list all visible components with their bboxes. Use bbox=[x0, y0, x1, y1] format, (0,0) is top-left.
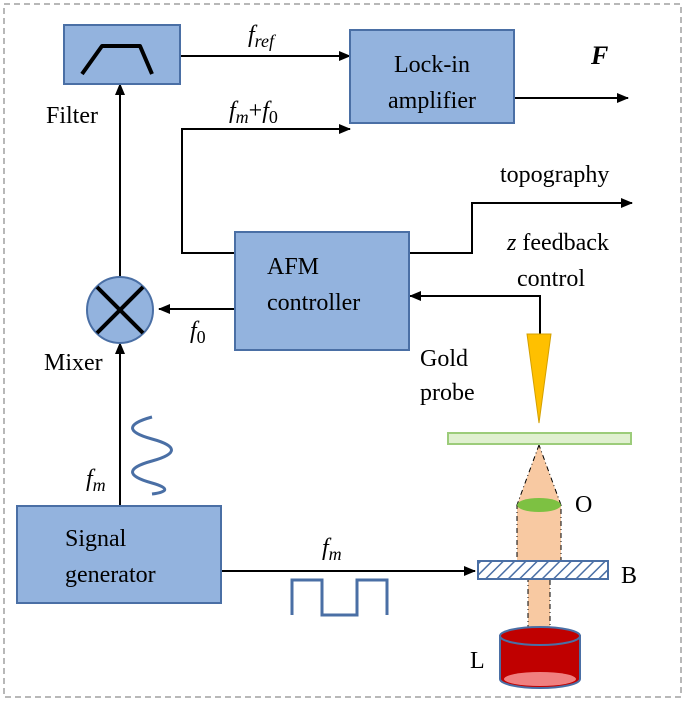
fm-modulation-label: fm bbox=[322, 535, 342, 564]
wire-fm-plus-f0 bbox=[181, 124, 351, 254]
fref-label: fref bbox=[248, 22, 277, 51]
output-f-label: F bbox=[590, 41, 608, 70]
laser-label: L bbox=[470, 648, 485, 674]
square-waveform-icon bbox=[290, 578, 389, 617]
f0-label: f0 bbox=[190, 318, 206, 347]
gold-probe-icon bbox=[526, 333, 552, 424]
mixer-symbol bbox=[86, 276, 154, 344]
focused-beam bbox=[516, 504, 562, 566]
focus-cone bbox=[516, 443, 562, 506]
beam-splitter-label: B bbox=[621, 563, 637, 589]
sample-substrate bbox=[447, 432, 632, 445]
objective-label: O bbox=[575, 492, 592, 518]
z-feedback-label: z feedback bbox=[506, 230, 609, 256]
objective-lens bbox=[517, 498, 561, 512]
wire-topography bbox=[409, 198, 633, 254]
lockin-label-line1: Lock-in bbox=[394, 52, 470, 78]
filter-block bbox=[63, 24, 181, 85]
laser-source bbox=[499, 626, 581, 689]
siggen-label-line2: generator bbox=[65, 562, 156, 588]
afm-label-line2: controller bbox=[267, 290, 360, 316]
wire-z-feedback bbox=[409, 291, 541, 334]
fm-plus-f0-label: fm+f0 bbox=[229, 98, 278, 127]
lockin-amplifier-block: Lock-in amplifier bbox=[349, 29, 515, 124]
afm-controller-block: AFM controller bbox=[234, 231, 410, 351]
topography-label: topography bbox=[500, 162, 609, 188]
dashed-frame bbox=[3, 3, 682, 698]
filter-label: Filter bbox=[46, 103, 98, 129]
bandpass-icon bbox=[80, 44, 154, 76]
lockin-label-line2: amplifier bbox=[388, 88, 476, 114]
laser-beam bbox=[527, 577, 551, 631]
sine-waveform-icon bbox=[131, 415, 173, 496]
gold-probe-label-line2: probe bbox=[420, 380, 475, 406]
beam-splitter bbox=[477, 560, 609, 580]
signal-generator-block: Signal generator bbox=[16, 505, 222, 604]
fm-mixer-label: fm bbox=[86, 466, 106, 495]
afm-label-line1: AFM bbox=[267, 254, 319, 280]
z-feedback-label-line2: control bbox=[517, 266, 585, 292]
mixer-label: Mixer bbox=[44, 350, 103, 376]
gold-probe-label-line1: Gold bbox=[420, 346, 468, 372]
siggen-label-line1: Signal bbox=[65, 526, 127, 552]
